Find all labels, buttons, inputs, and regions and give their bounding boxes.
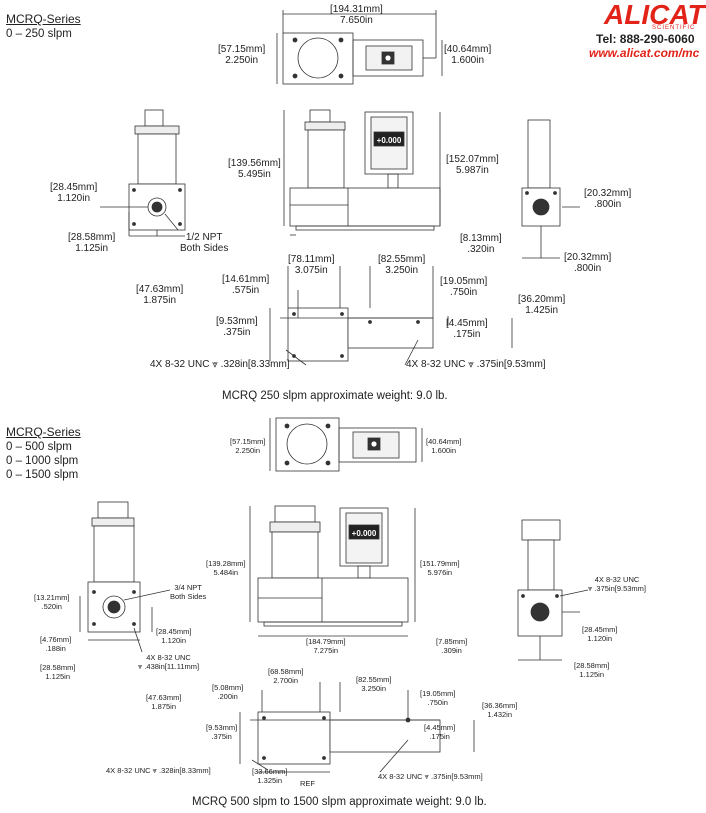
dim2-bottom-1: [68.58mm]2.700in	[268, 667, 304, 685]
dim-bottom-2: [82.55mm]3.250in	[378, 254, 426, 276]
dim2-front-height: [139.28mm]5.484in	[206, 559, 246, 577]
dim-side-height: [28.45mm]1.120in	[50, 182, 98, 204]
series-range-1: 0 – 250 slpm	[6, 28, 72, 40]
brand-sub: SCIENTIFIC	[652, 25, 696, 31]
dim2-front-base: [7.85mm].309in	[436, 637, 468, 655]
dim2-top-left: [57.15mm]2.250in	[230, 437, 266, 455]
dim2-bottom-6: [36.36mm]1.432in	[482, 701, 518, 719]
dim2-end-height: [28.45mm]1.120in	[582, 625, 618, 643]
dim-bottom-3: [14.61mm].575in	[222, 274, 270, 296]
top-view-1	[276, 10, 443, 85]
series-range-2c: 0 – 1500 slpm	[6, 469, 79, 481]
dim-front-base: [8.13mm].320in	[460, 233, 502, 255]
bottom-view-2	[239, 682, 475, 773]
dim-top-width: [194.31mm]7.650in	[330, 4, 383, 26]
dim2-side-b: [4.76mm].188in	[40, 635, 72, 653]
display-readout-2: +0.000	[352, 529, 377, 538]
caption-1: MCRQ 250 slpm approximate weight: 9.0 lb…	[222, 390, 448, 402]
dim-bottom-6: [36.20mm]1.425in	[518, 294, 566, 316]
dim-top-right: [40.64mm]1.600in	[444, 44, 492, 66]
dim-front-height: [139.56mm]5.495in	[228, 158, 281, 180]
dim2-bottom-5: [47.63mm]1.875in	[146, 693, 182, 711]
side-view-1	[100, 109, 186, 237]
dim2-bottom-7: [9.53mm].375in	[206, 723, 238, 741]
series-range-2b: 0 – 1000 slpm	[6, 455, 79, 467]
dim2-side-a: [13.21mm].520in	[34, 593, 70, 611]
top-view-2	[269, 417, 423, 472]
dim2-bottom-2: [82.55mm]3.250in	[356, 675, 392, 693]
dim-bottom-7: [9.53mm].375in	[216, 316, 258, 338]
dim2-side-c: [28.58mm]1.125in	[40, 663, 76, 681]
end-view-1	[521, 119, 580, 259]
unc-note-end-2: 4X 8-32 UNC⩔ .375in[9.53mm]	[588, 575, 647, 593]
dim-side-width: [28.58mm]1.125in	[68, 232, 116, 254]
dim-bottom-1: [78.11mm]3.075in	[288, 254, 335, 276]
dim2-side-d: [28.45mm]1.120in	[156, 627, 192, 645]
bottom-view-1	[269, 266, 513, 366]
dim-bottom-8: [4.45mm].175in	[446, 318, 488, 340]
dim-bottom-4: [19.05mm].750in	[440, 276, 488, 298]
dim2-bottom-3: [5.08mm].200in	[212, 683, 244, 701]
dim2-end-width: [28.58mm]1.125in	[574, 661, 610, 679]
dim2-top-right: [40.64mm]1.600in	[426, 437, 462, 455]
hole-note-right-1: 4X 8-32 UNC ⩔ .375in[9.53mm]	[406, 359, 546, 370]
side-view-2	[79, 501, 171, 653]
ref-note: REF	[300, 779, 315, 788]
dim-end-height: [20.32mm].800in	[584, 188, 632, 210]
hole-note-left-1: 4X 8-32 UNC ⩔ .328in[8.33mm]	[150, 359, 290, 370]
hole-note-right-2: 4X 8-32 UNC ⩔ .375in[9.53mm]	[378, 772, 483, 781]
caption-2: MCRQ 500 slpm to 1500 slpm approximate w…	[192, 796, 487, 808]
dim-top-left: [57.15mm]2.250in	[218, 44, 266, 66]
dim-end-width: [20.32mm].800in	[564, 252, 612, 274]
dim2-front-total: [151.79mm]5.976in	[420, 559, 460, 577]
front-view-2	[249, 505, 416, 637]
series-range-2a: 0 – 500 slpm	[6, 441, 72, 453]
website-link[interactable]: www.alicat.com/mc	[589, 46, 700, 60]
dim2-bottom-9: [33.66mm]1.325in	[252, 767, 288, 785]
dim-front-total: [152.07mm]5.987in	[446, 154, 499, 176]
dim2-bottom-4: [19.05mm].750in	[420, 689, 456, 707]
phone-number: Tel: 888-290-6060	[596, 32, 695, 46]
end-view-2	[517, 519, 589, 661]
series-title-2: MCRQ-Series	[6, 425, 81, 439]
brand-logo: ALICAT	[604, 0, 705, 30]
front-view-1	[283, 109, 441, 236]
display-readout-1: +0.000	[377, 136, 402, 145]
series-title-1: MCRQ-Series	[6, 12, 81, 26]
hole-note-left-2: 4X 8-32 UNC ⩔ .328in[8.33mm]	[106, 766, 211, 775]
dim2-bottom-8: [4.45mm].175in	[424, 723, 456, 741]
dim-bottom-5: [47.63mm]1.875in	[136, 284, 184, 306]
unc-note-side-2: 4X 8-32 UNC⩔ .438in[11.11mm]	[138, 653, 200, 671]
dim2-front-width: [184.79mm]7.275in	[306, 637, 346, 655]
